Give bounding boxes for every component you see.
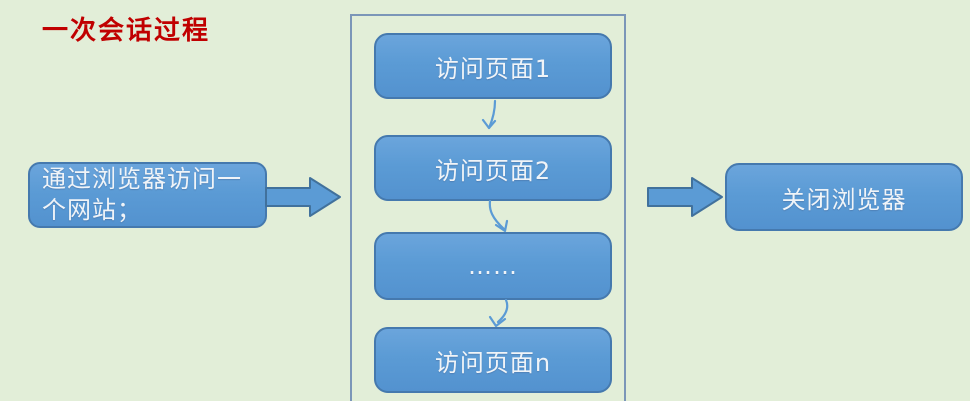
node-end-label: 关闭浏览器 xyxy=(781,185,907,214)
right-arrow-icon xyxy=(265,177,341,217)
node-step-ellipsis-label: …… xyxy=(468,252,518,280)
down-arrow-icon xyxy=(488,200,509,233)
node-step-2: 访问页面2 xyxy=(374,135,612,201)
node-step-n: 访问页面n xyxy=(374,327,612,393)
node-step-2-label: 访问页面2 xyxy=(434,156,552,185)
node-step-ellipsis: …… xyxy=(374,232,612,300)
node-start: 通过浏览器访问一个网站； xyxy=(28,162,267,228)
node-step-n-label: 访问页面n xyxy=(434,348,552,377)
node-end: 关闭浏览器 xyxy=(725,163,963,231)
right-arrow-icon xyxy=(647,177,723,217)
down-arrow-icon xyxy=(481,99,497,130)
session-steps-container xyxy=(350,14,626,401)
down-arrow-icon xyxy=(488,299,509,328)
node-start-label: 通过浏览器访问一个网站； xyxy=(42,165,242,224)
node-step-1: 访问页面1 xyxy=(374,33,612,99)
diagram-title: 一次会话过程 xyxy=(42,16,211,46)
node-step-1-label: 访问页面1 xyxy=(434,54,552,83)
